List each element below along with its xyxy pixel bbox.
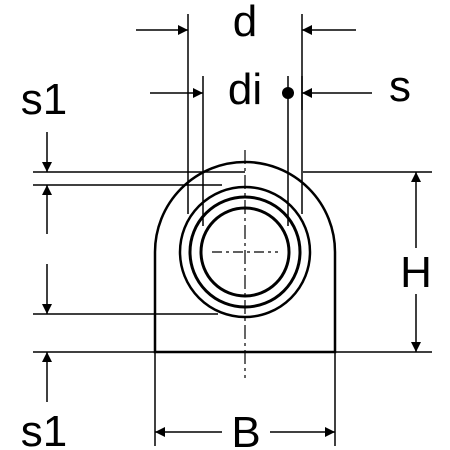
- label-h: H: [400, 248, 432, 297]
- fitting-body-outline: [153, 160, 337, 354]
- label-s: s: [389, 62, 411, 111]
- label-s1-top: s1: [21, 75, 67, 124]
- label-s1-bottom: s1: [21, 407, 67, 450]
- label-d: d: [233, 0, 257, 46]
- label-b: B: [231, 408, 260, 450]
- label-di: di: [228, 65, 262, 114]
- di-reference-dot: [282, 87, 294, 99]
